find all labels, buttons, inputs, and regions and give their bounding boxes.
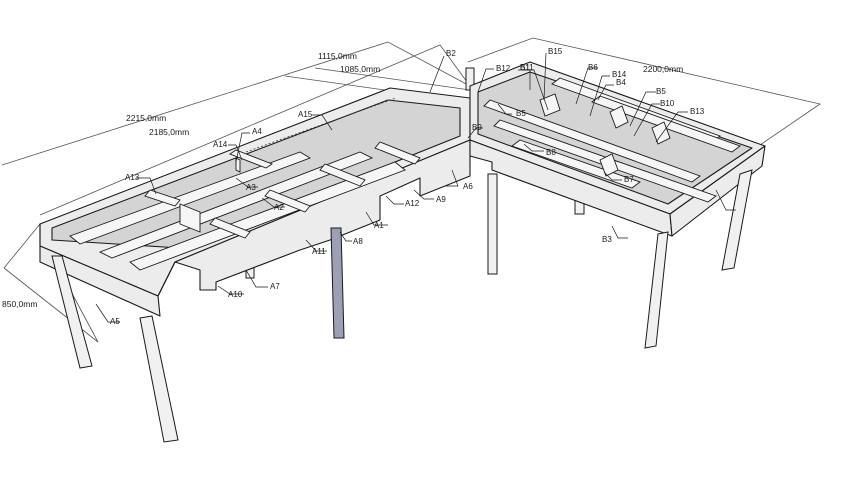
label-A10: A10 [228, 290, 243, 299]
label-B10: B10 [660, 99, 675, 108]
label-A3: A3 [246, 183, 256, 192]
label-A8: A8 [353, 237, 363, 246]
label-A9: A9 [436, 195, 446, 204]
dimension-texts: 1115,0mm 1085,0mm 2215,0mm 2185,0mm 2200… [2, 51, 683, 309]
label-B8: B8 [546, 148, 556, 157]
dimension-2185: 2185,0mm [149, 127, 189, 137]
label-A4: A4 [252, 127, 262, 136]
label-A1: A1 [374, 221, 384, 230]
highlighted-leg-a8 [330, 227, 345, 339]
label-B2: B2 [446, 49, 456, 58]
dimension-2200: 2200,0mm [643, 64, 683, 74]
part-labels: A1 A2 A3 A4 A5 A6 A7 A8 A9 A10 A11 A12 A… [110, 47, 705, 326]
label-B15: B15 [548, 47, 563, 56]
label-B6: B6 [588, 63, 598, 72]
label-B14: B14 [612, 70, 627, 79]
leader-lines [95, 52, 736, 323]
dimension-1115: 1115,0mm [318, 51, 357, 61]
label-A12: A12 [405, 199, 420, 208]
label-A14: A14 [213, 140, 228, 149]
label-B4: B4 [616, 78, 626, 87]
dimension-lines [1, 37, 821, 343]
front-legs [51, 169, 753, 443]
label-B13: B13 [690, 107, 705, 116]
label-B11: B11 [520, 63, 534, 72]
label-B12: B12 [496, 64, 511, 73]
label-B1: B1 [520, 63, 530, 72]
label-B7: B7 [624, 175, 634, 184]
label-A7: A7 [270, 282, 280, 291]
dimension-2215: 2215,0mm [126, 113, 166, 123]
label-B9: B9 [472, 123, 482, 132]
label-A5: A5 [110, 317, 120, 326]
label-A6: A6 [463, 182, 473, 191]
label-B5: B5 [656, 87, 666, 96]
label-A2: A2 [274, 203, 284, 212]
label-A15: A15 [298, 110, 313, 119]
dimension-1085: 1085,0mm [340, 64, 380, 74]
b-wing-frame [469, 61, 766, 237]
dimension-850: 850,0mm [2, 299, 37, 309]
label-B5-inner: B5 [516, 109, 526, 118]
label-B3: B3 [602, 235, 612, 244]
label-A11: A11 [312, 247, 326, 256]
a-wing-frame [39, 87, 471, 317]
label-A13: A13 [125, 173, 140, 182]
